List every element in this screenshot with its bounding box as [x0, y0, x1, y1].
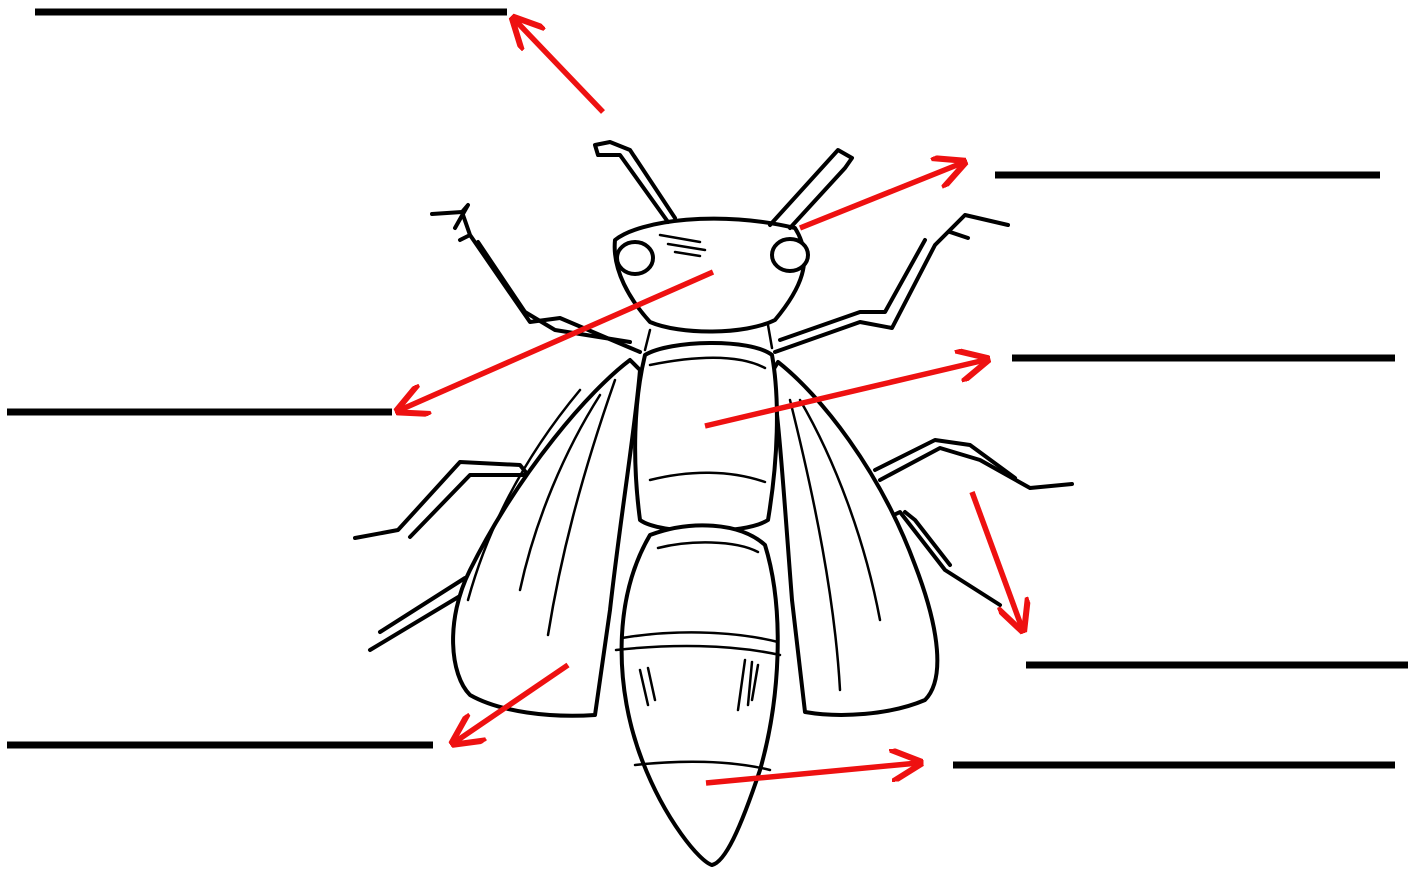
antennae: [595, 142, 852, 228]
right-eye: [772, 239, 808, 271]
left-eye: [617, 242, 653, 274]
left-front-leg: [432, 205, 640, 352]
arrow-antenna: [515, 20, 603, 112]
arrow-eye: [800, 163, 962, 228]
right-front-leg: [775, 215, 1008, 352]
right-wing: [772, 362, 937, 715]
abdomen: [616, 525, 780, 865]
wasp-illustration: [355, 142, 1072, 865]
head: [615, 219, 805, 350]
thorax: [635, 343, 777, 531]
arrow-leg: [972, 492, 1022, 628]
left-wing: [453, 360, 640, 716]
right-middle-leg: [875, 440, 1072, 488]
